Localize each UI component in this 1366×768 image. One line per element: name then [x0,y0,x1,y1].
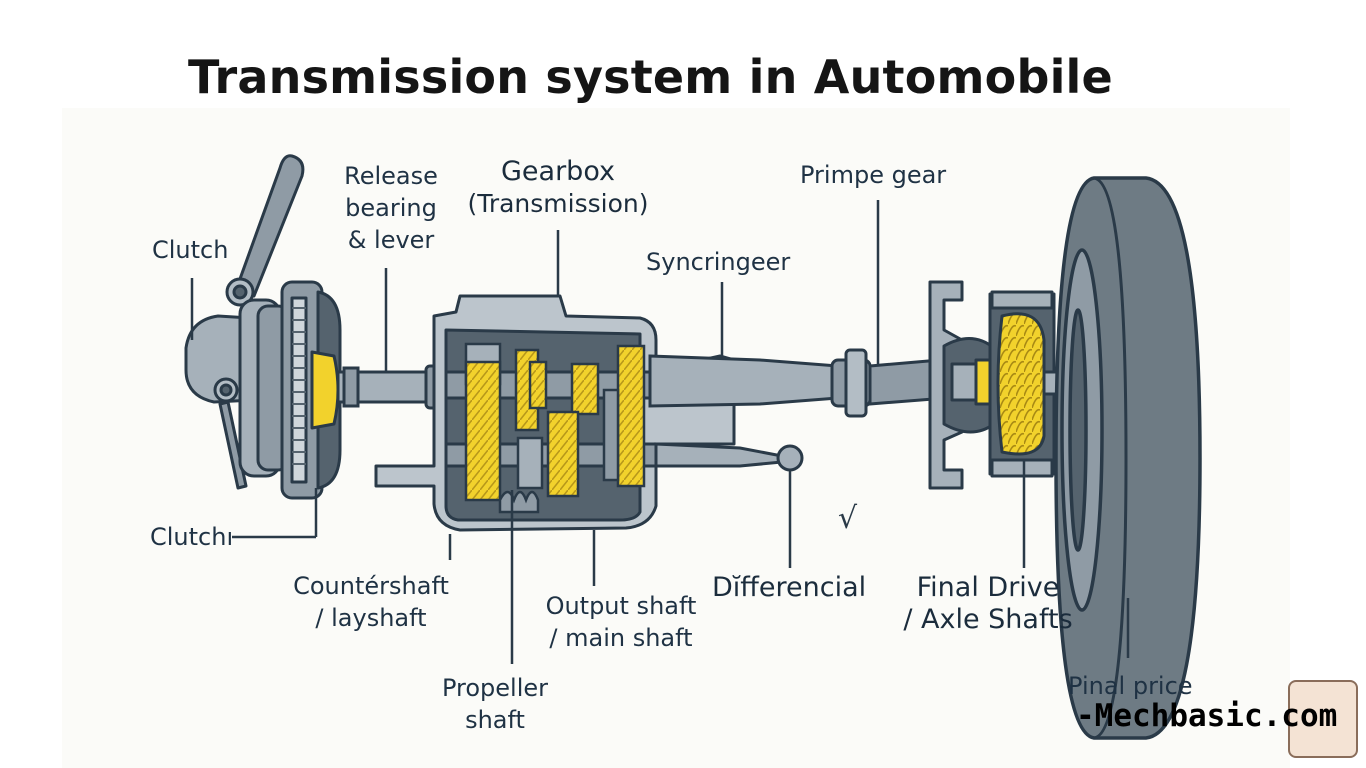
shift-rod [654,442,804,472]
label-countershaft-line2: / layshaft [315,604,427,632]
label-final-line2: / Axle Shafts [903,604,1073,635]
watermark-text: -Mechbasic.com [1076,698,1338,734]
label-release-bearing: Release bearing & lever [336,160,446,256]
label-release-line2: bearing [345,194,437,222]
leader-lines [190,200,1130,664]
propeller-shaft [648,348,948,418]
label-propeller-line1: Propeller [441,674,549,702]
label-propeller-shaft: Propeller shaft [428,672,562,736]
label-primpe-gear: Primpe gear [800,161,947,189]
label-countershaft-line1: Countérshaft [293,572,449,600]
label-gearbox-line2: (Transmission) [467,189,649,218]
stray-glyph: √ [838,501,858,536]
label-clutch-top: Clutch [152,236,229,264]
label-release-line1: Release [344,162,438,190]
label-output-line2: / main shaft [549,624,693,652]
diagram-title: Transmission system in Automobile [188,50,1113,104]
gear-set [464,342,646,514]
label-release-line3: & lever [347,226,435,254]
label-output-shaft: Output shaft / main shaft [538,590,704,654]
label-syncringeer: Syncringeer [646,248,791,276]
label-output-line1: Output shaft [545,592,697,620]
label-gearbox-line1: Gearbox [501,156,615,187]
clutch-assembly [184,154,342,500]
input-shaft [336,364,450,410]
label-gearbox: Gearbox (Transmission) [456,156,660,220]
label-countershaft: Countérshaft / layshaft [286,570,456,634]
label-final-line1: Final Drive [916,572,1060,603]
label-pinal-price: Pinal price [1068,672,1193,700]
label-differencial: Dĭfferencial [712,572,867,603]
label-propeller-line2: shaft [465,706,525,734]
wheel [1054,176,1202,740]
watermark-badge [1288,680,1358,758]
label-final-drive: Final Drive / Axle Shafts [896,572,1080,636]
label-clutch-bottom: Clutchı [150,523,234,551]
